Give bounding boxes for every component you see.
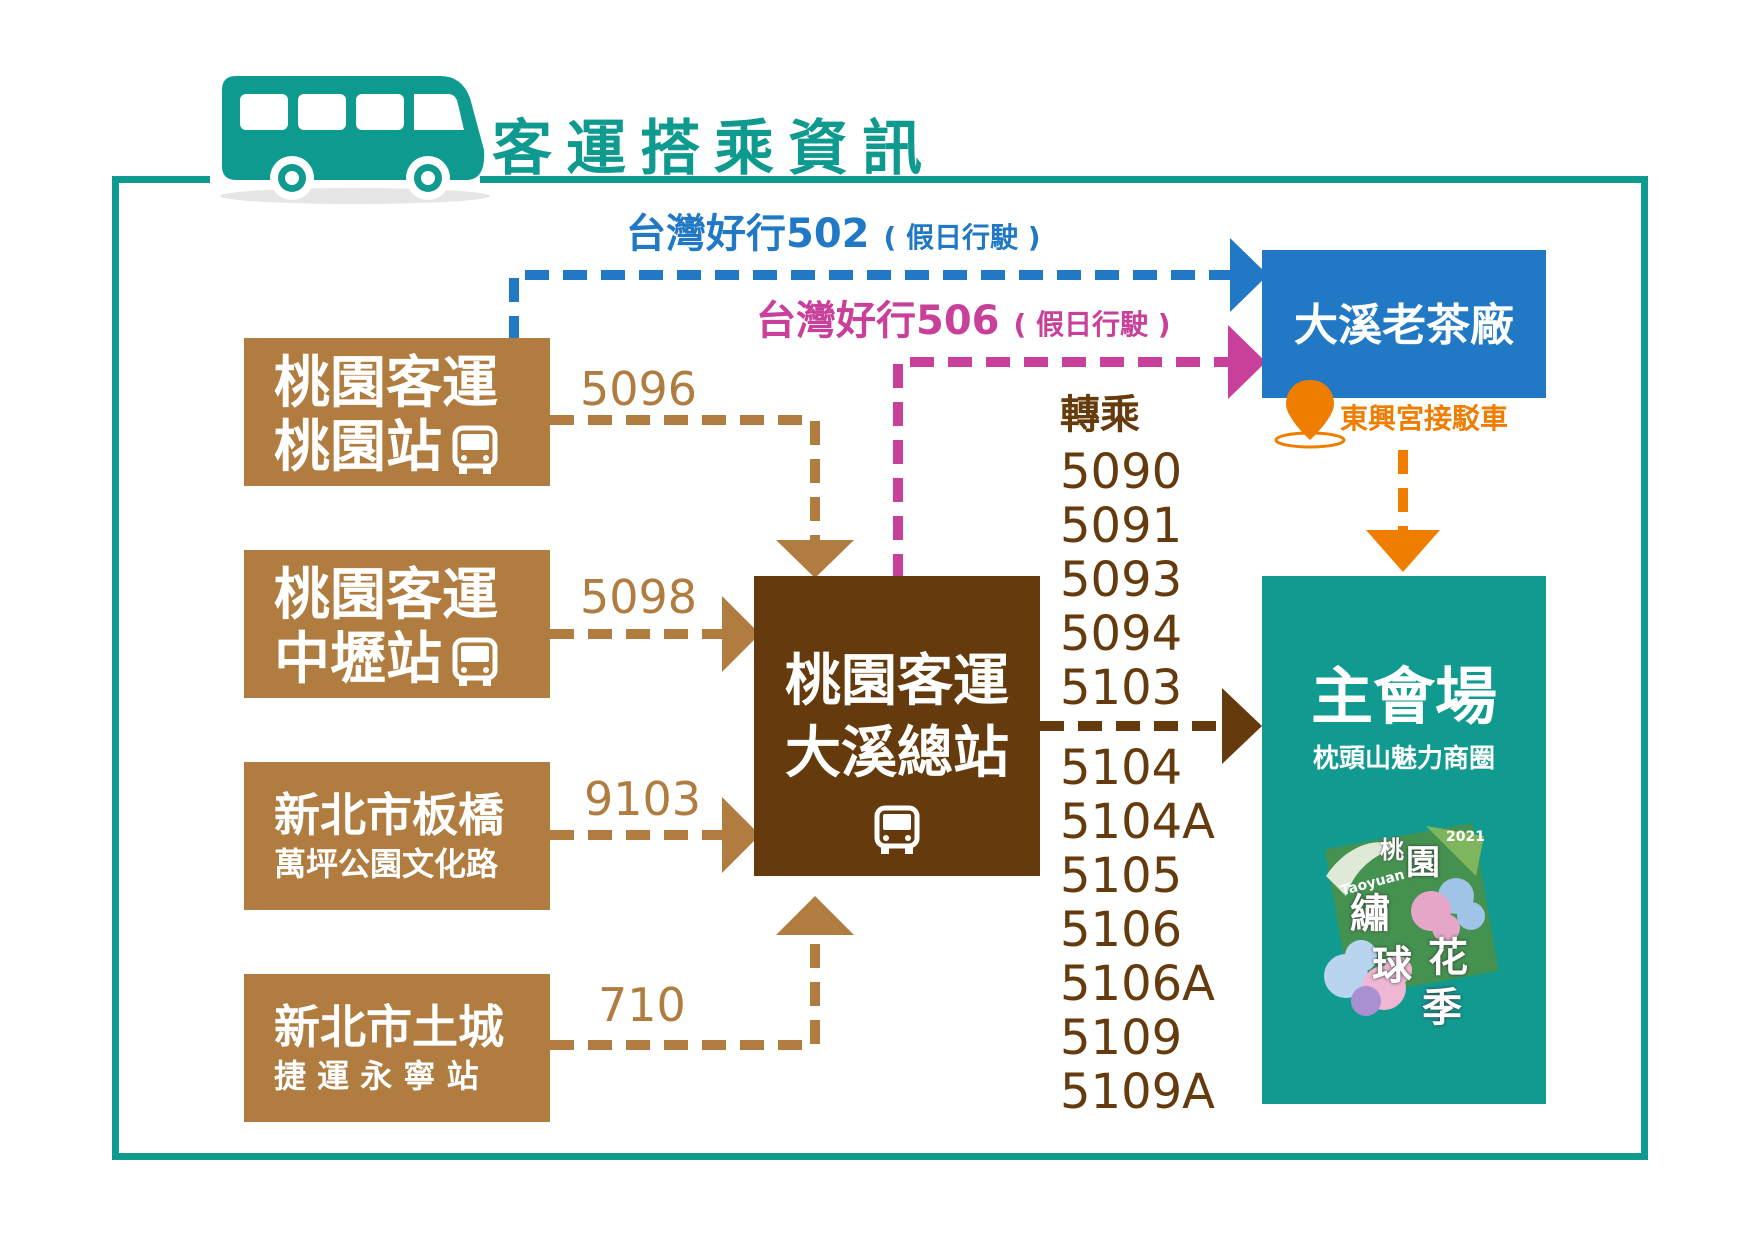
route-line-5096 bbox=[550, 415, 820, 540]
origin-stop: 捷 運 永 寧 站 bbox=[274, 1057, 479, 1095]
origin-city: 新北市土城 bbox=[274, 1000, 504, 1054]
line-506-name: 台灣好行506 bbox=[756, 298, 1000, 344]
route-label-5096: 5096 bbox=[580, 362, 698, 416]
arrow-head-5096 bbox=[776, 540, 854, 578]
origin-zhongli-station: 桃園客運 中壢站 bbox=[244, 550, 550, 698]
shuttle-label: 東興宮接駁車 bbox=[1340, 402, 1509, 435]
origin-operator: 桃園客運 bbox=[274, 351, 498, 416]
map-pin-icon bbox=[1274, 380, 1346, 449]
origin-station: 中壢站 bbox=[274, 627, 442, 692]
arrow-head-5098 bbox=[722, 596, 760, 672]
logo-char: 花 bbox=[1428, 935, 1468, 981]
bus-icon bbox=[452, 637, 498, 686]
transfer-route: 5109 bbox=[1060, 1010, 1183, 1066]
transfer-route: 5090 bbox=[1060, 444, 1183, 500]
arrow-head-502 bbox=[1230, 238, 1268, 312]
logo-char: 季 bbox=[1422, 985, 1462, 1031]
logo-char: 園 bbox=[1406, 843, 1440, 883]
logo-char: 球 bbox=[1372, 943, 1412, 989]
bus-icon bbox=[452, 425, 498, 474]
line-506-note: ( 假日行駛 ) bbox=[1013, 308, 1171, 341]
arrow-head-506 bbox=[1228, 325, 1266, 399]
logo-char: 繡 bbox=[1350, 891, 1390, 937]
hub-station: 大溪總站 bbox=[785, 721, 1009, 786]
line-502-label: 台灣好行502 ( 假日行駛 ) bbox=[626, 214, 1041, 254]
transfer-route: 5106A bbox=[1060, 956, 1215, 1012]
transfer-route: 5104A bbox=[1060, 794, 1215, 850]
transfer-route: 5104 bbox=[1060, 740, 1183, 796]
transfer-route: 5093 bbox=[1060, 552, 1183, 608]
transfer-route: 5091 bbox=[1060, 498, 1183, 554]
transfer-route: 5105 bbox=[1060, 848, 1183, 904]
transfer-route: 5106 bbox=[1060, 902, 1183, 958]
transfer-heading: 轉乘 bbox=[1060, 392, 1140, 438]
route-label-5098: 5098 bbox=[580, 570, 698, 624]
origin-station: 桃園站 bbox=[274, 415, 442, 480]
line-502-note: ( 假日行駛 ) bbox=[883, 221, 1041, 254]
line-506-path bbox=[893, 357, 1230, 578]
arrow-head-shuttle bbox=[1366, 530, 1440, 572]
logo-char: 桃 bbox=[1380, 836, 1404, 864]
transfer-route: 5109A bbox=[1060, 1064, 1215, 1120]
line-502-path bbox=[509, 270, 1232, 340]
origin-taoyuan-station: 桃園客運 桃園站 bbox=[244, 338, 550, 486]
route-line-710 bbox=[550, 935, 820, 1050]
main-venue-subtitle: 枕頭山魅力商圈 bbox=[1312, 744, 1495, 774]
line-502-name: 台灣好行502 bbox=[626, 211, 870, 257]
transfer-route: 5094 bbox=[1060, 606, 1183, 662]
main-venue-title: 主會場 bbox=[1310, 660, 1497, 733]
arrow-head-9103 bbox=[722, 797, 760, 873]
route-label-9103: 9103 bbox=[584, 772, 702, 826]
page-title: 客運搭乘資訊 bbox=[492, 114, 936, 184]
arrow-head-710 bbox=[776, 896, 854, 935]
origin-banqiao: 新北市板橋 萬坪公園文化路 bbox=[244, 762, 550, 910]
origin-tucheng: 新北市土城 捷 運 永 寧 站 bbox=[244, 974, 550, 1122]
logo-year: 2021 bbox=[1446, 829, 1485, 845]
transfer-route: 5103 bbox=[1060, 660, 1183, 716]
tea-factory-label: 大溪老茶廠 bbox=[1294, 300, 1514, 351]
bus-icon bbox=[220, 76, 490, 204]
bus-icon bbox=[874, 805, 920, 854]
line-506-label: 台灣好行506 ( 假日行駛 ) bbox=[756, 301, 1171, 341]
tea-factory-box: 大溪老茶廠 bbox=[1262, 250, 1546, 398]
main-venue-box: 主會場 枕頭山魅力商圈 桃 園 2021 Taoyuan 繡 球 花 季 bbox=[1262, 576, 1546, 1104]
origin-operator: 桃園客運 bbox=[274, 563, 498, 628]
hub-daxi-terminal: 桃園客運 大溪總站 bbox=[754, 576, 1040, 876]
hydrangea-festival-logo bbox=[1324, 823, 1499, 1016]
diagram-frame bbox=[112, 176, 1648, 1160]
route-label-710: 710 bbox=[598, 978, 686, 1032]
arrow-head-main bbox=[1222, 688, 1262, 764]
origin-stop: 萬坪公園文化路 bbox=[274, 845, 499, 883]
hub-operator: 桃園客運 bbox=[785, 649, 1009, 714]
origin-city: 新北市板橋 bbox=[274, 788, 504, 842]
